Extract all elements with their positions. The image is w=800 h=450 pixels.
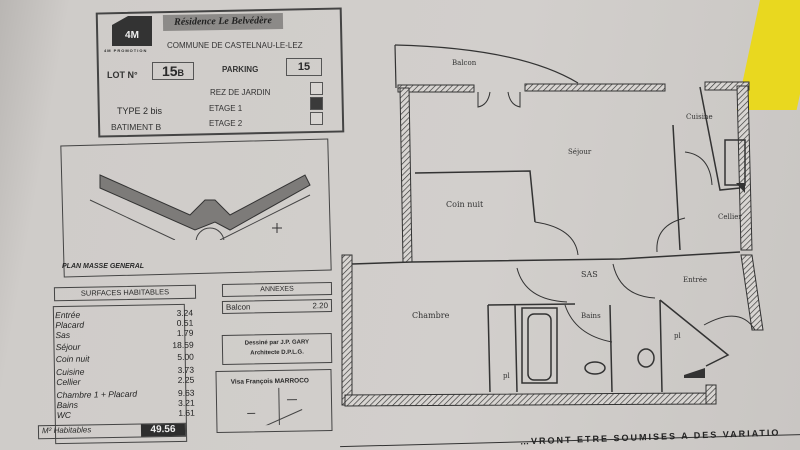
site-plan-caption: PLAN MASSE GENERAL: [62, 263, 145, 270]
commune: COMMUNE DE CASTELNAU-LE-LEZ: [167, 41, 303, 50]
lot-suffix: B: [177, 68, 185, 78]
room-label-entree: Entrée: [683, 276, 708, 284]
cellier-fill: [736, 183, 745, 193]
lot-value-box: 15B: [152, 62, 194, 80]
room-label-sas: SAS: [581, 270, 598, 279]
room-label-cellier: Cellier: [718, 213, 742, 221]
level-checkbox-2: [310, 112, 323, 125]
balcony-edge: [394, 44, 397, 89]
room-label-bains: Bains: [581, 312, 601, 320]
lot-value: 15: [161, 63, 178, 79]
wc-fill: [684, 368, 705, 378]
signature: [247, 387, 303, 428]
level-label-2: ETAGE 2: [209, 119, 243, 128]
walls: [341, 81, 764, 407]
level-label-0: REZ DE JARDIN: [210, 88, 271, 97]
level-checkbox-0: [310, 82, 323, 95]
parking-label: PARKING: [222, 65, 259, 74]
room-label-cuisine: Cuisine: [686, 113, 713, 121]
interior-walls: [351, 86, 746, 393]
lot-label: LOT N°: [107, 70, 138, 80]
site-plan-drawing: [89, 174, 311, 240]
room-label-placard-1: pl: [503, 372, 510, 380]
batiment: BATIMENT B: [111, 122, 162, 132]
level-checkbox-1: [310, 97, 323, 110]
door-swings: [477, 91, 756, 343]
balcony-arc: [394, 44, 579, 84]
logo-caption: 4M PROMOTION: [104, 48, 148, 53]
type: TYPE 2 bis: [117, 106, 163, 116]
visa-box: Visa François MARROCO: [215, 368, 333, 434]
room-label-placard-2: pl: [674, 332, 681, 340]
room-label-balcon: Balcon: [452, 59, 477, 67]
parking-value: 15: [286, 58, 322, 76]
room-label-chambre: Chambre: [412, 311, 450, 320]
level-label-1: ETAGE 1: [209, 104, 243, 113]
room-label-coin-nuit: Coin nuit: [446, 200, 484, 209]
room-label-sejour: Séjour: [568, 148, 592, 156]
